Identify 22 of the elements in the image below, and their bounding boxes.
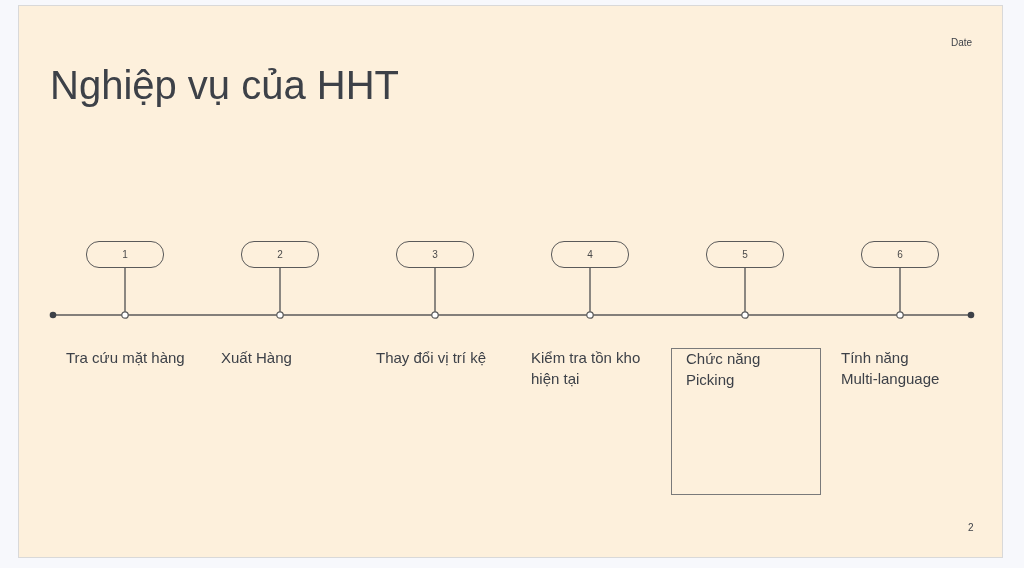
stem-line [741,267,749,319]
milestone-text: Tra cứu mặt hàng [66,348,186,368]
milestone-text: Chức năng Picking [686,349,762,390]
number-pill: 1 [86,241,164,268]
number-pill: 4 [551,241,629,268]
stem-line [896,267,904,319]
number-pill: 3 [396,241,474,268]
date-text: Date [951,37,973,48]
number-pill: 5 [706,241,784,268]
stem-line [276,267,284,319]
milestone-text: Thay đổi vị trí kệ [376,348,488,368]
stem-line [586,267,594,319]
milestone-text: Kiểm tra tồn kho hiện tại [531,348,642,389]
stem-line [121,267,129,319]
slide-title: Nghiệp vụ của HHT [50,62,400,109]
milestone-text: Xuất Hàng [221,348,293,368]
stem-line [431,267,439,319]
number-pill: 2 [241,241,319,268]
page-number: 2 [968,522,974,533]
number-pill: 6 [861,241,939,268]
milestone-text: Tính năng Multi-language [841,348,941,389]
text-box [671,348,821,495]
